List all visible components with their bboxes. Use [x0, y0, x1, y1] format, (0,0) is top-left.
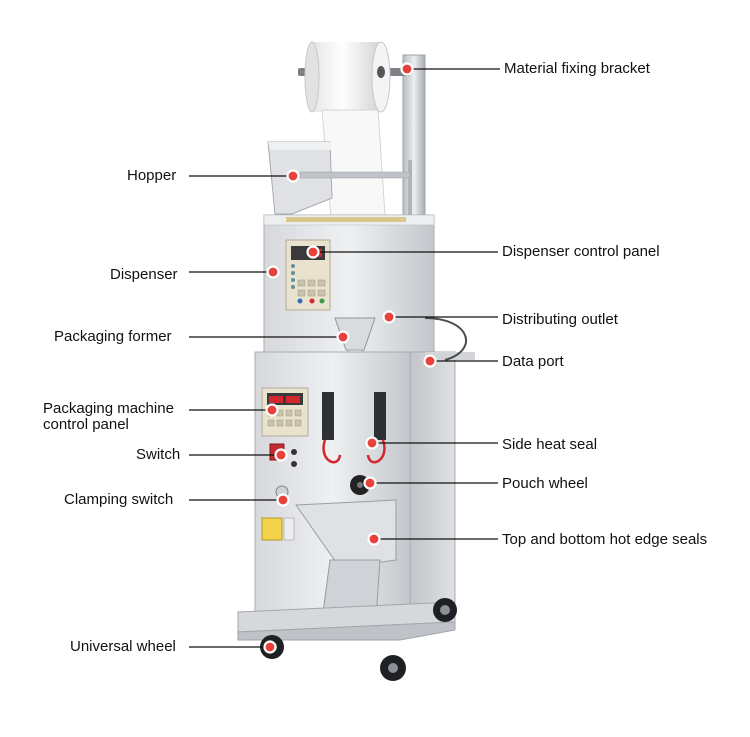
label-material-fixing-bracket: Material fixing bracket [504, 60, 650, 77]
machine [237, 41, 475, 681]
label-clamping-switch: Clamping switch [64, 491, 174, 508]
label-data-port: Data port [502, 353, 564, 370]
film-roll [304, 41, 391, 113]
marker-dispenser-control-panel [306, 245, 320, 259]
data-cable [424, 317, 467, 361]
marker-clamping-switch [276, 493, 290, 507]
label-universal-wheel: Universal wheel [70, 638, 176, 655]
label-top-and-bottom-hot-edge-seals: Top and bottom hot edge seals [502, 531, 708, 548]
marker-hopper [286, 169, 300, 183]
label-pmcp-line-1: Packaging machine [43, 400, 174, 417]
label-switch: Switch [136, 446, 181, 463]
label-side-heat-seal: Side heat seal [502, 436, 598, 453]
machine-panel [261, 387, 309, 437]
label-dispenser-control-panel: Dispenser control panel [502, 243, 660, 260]
label-distributing-outlet: Distributing outlet [502, 311, 618, 328]
output-chute [295, 499, 397, 621]
label-dispenser: Dispenser [110, 266, 178, 283]
marker-packaging-machine-control-panel [265, 403, 279, 417]
label-packaging-machine-control-panel: Packaging machine control panel [43, 401, 174, 433]
marker-switch [274, 448, 288, 462]
marker-data-port [423, 354, 437, 368]
leader-lines [189, 68, 500, 648]
label-pouch-wheel: Pouch wheel [502, 475, 588, 492]
base-platform [237, 601, 456, 641]
marker-distributing-outlet [382, 310, 396, 324]
marker-side-heat-seal [365, 436, 379, 450]
label-hopper: Hopper [127, 167, 177, 184]
marker-pouch-wheel [363, 476, 377, 490]
label-packaging-former: Packaging former [54, 328, 172, 345]
marker-dispenser [266, 265, 280, 279]
markers [263, 62, 437, 654]
label-pmcp-line-2: control panel [43, 416, 129, 433]
marker-top-and-bottom-hot-edge-seals [367, 532, 381, 546]
marker-packaging-former [336, 330, 350, 344]
marker-material-fixing-bracket [400, 62, 414, 76]
marker-universal-wheel [263, 640, 277, 654]
side-seal-jaws [322, 392, 386, 464]
